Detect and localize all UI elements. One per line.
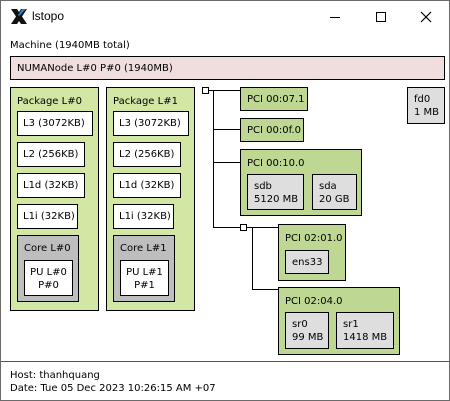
block-device-sda: sda 20 GB: [312, 174, 357, 210]
x-logo-icon: [11, 9, 27, 24]
l3-cache: L3 (3072KB): [17, 111, 93, 136]
package-0: Package L#0 L3 (3072KB) L2 (256KB) L1d (…: [10, 87, 99, 311]
bus-line: [209, 90, 240, 91]
host-bridge-square: [202, 87, 209, 94]
device-name: fd0: [414, 94, 431, 105]
bus-line: [252, 289, 278, 290]
block-device-sr0: sr0 99 MB: [285, 312, 329, 349]
pci-02-04-0: PCI 02:04.0 sr0 99 MB sr1 1418 MB: [278, 287, 400, 355]
bus-line: [213, 227, 241, 228]
window-title: lstopo: [32, 9, 65, 23]
l2-cache: L2 (256KB): [17, 142, 85, 167]
minimize-button[interactable]: [312, 1, 358, 32]
block-device-sr1: sr1 1418 MB: [336, 312, 394, 349]
pu-label: PU L#1: [126, 267, 163, 278]
pci-label: PCI 00:0f.0: [247, 125, 301, 136]
l3-label: L3 (3072KB): [23, 118, 85, 129]
machine-label: Machine (1940MB total): [10, 40, 130, 51]
bus-line: [213, 129, 240, 130]
pci-00-10-0: PCI 00:10.0 sdb 5120 MB sda 20 GB: [240, 149, 362, 216]
package-1: Package L#1 L3 (3072KB) L2 (256KB) L1d (…: [106, 87, 195, 311]
package-label: Package L#1: [113, 96, 178, 107]
device-size: 99 MB: [292, 332, 324, 343]
l3-cache: L3 (3072KB): [113, 111, 189, 136]
status-divider: [1, 361, 449, 362]
bus-line: [213, 162, 240, 163]
pci-00-07-1: PCI 00:07.1: [240, 87, 308, 111]
bus-line: [213, 90, 214, 227]
pu-1: PU L#1 P#1: [120, 260, 169, 296]
numa-node: NUMANode L#0 P#0 (1940MB): [10, 56, 445, 80]
close-button[interactable]: [403, 1, 449, 32]
device-size: 5120 MB: [254, 194, 299, 205]
net-device-ens33: ens33: [285, 250, 329, 274]
maximize-button[interactable]: [358, 1, 404, 32]
device-name: sda: [319, 181, 337, 192]
core-label: Core L#0: [24, 243, 71, 254]
l1i-cache: L1i (32KB): [113, 204, 174, 229]
device-name: ens33: [292, 257, 323, 268]
device-size: 1418 MB: [343, 332, 388, 343]
bus-line: [247, 227, 278, 228]
close-icon: [420, 11, 432, 22]
l1d-cache: L1d (32KB): [17, 173, 85, 198]
pci-label: PCI 00:07.1: [247, 94, 305, 105]
pu-os-index: P#0: [38, 280, 59, 291]
numa-label: NUMANode L#0 P#0 (1940MB): [17, 63, 173, 74]
pci-label: PCI 00:10.0: [247, 158, 305, 169]
l1d-cache: L1d (32KB): [113, 173, 181, 198]
l2-label: L2 (256KB): [119, 149, 175, 160]
device-size: 1 MB: [414, 107, 440, 118]
bus-line: [252, 227, 253, 289]
l1i-label: L1i (32KB): [23, 211, 75, 222]
device-size: 20 GB: [319, 194, 350, 205]
package-label: Package L#0: [17, 96, 82, 107]
block-device-sdb: sdb 5120 MB: [247, 174, 304, 210]
pci-label: PCI 02:01.0: [285, 233, 343, 244]
pci-02-01-0: PCI 02:01.0 ens33: [278, 224, 346, 281]
pu-label: PU L#0: [30, 267, 67, 278]
device-name: sr0: [292, 319, 308, 330]
maximize-icon: [376, 11, 386, 22]
date-info: Date: Tue 05 Dec 2023 10:26:15 AM +07: [10, 383, 216, 394]
block-device-fd0: fd0 1 MB: [407, 87, 445, 124]
core-0: Core L#0 PU L#0 P#0: [17, 235, 79, 302]
title-bar[interactable]: lstopo: [1, 1, 449, 32]
l3-label: L3 (3072KB): [119, 118, 181, 129]
l2-cache: L2 (256KB): [113, 142, 181, 167]
core-1: Core L#1 PU L#1 P#1: [113, 235, 175, 302]
pci-00-0f-0: PCI 00:0f.0: [240, 118, 304, 142]
core-label: Core L#1: [120, 243, 167, 254]
host-info: Host: thanhquang: [10, 370, 100, 381]
pci-bridge-square: [240, 224, 247, 231]
pu-os-index: P#1: [134, 280, 155, 291]
device-name: sdb: [254, 181, 272, 192]
pci-label: PCI 02:04.0: [285, 296, 343, 307]
l2-label: L2 (256KB): [23, 149, 79, 160]
l1d-label: L1d (32KB): [23, 180, 79, 191]
minimize-icon: [330, 16, 340, 18]
topology-canvas: Machine (1940MB total) NUMANode L#0 P#0 …: [1, 32, 449, 361]
l1d-label: L1d (32KB): [119, 180, 175, 191]
pu-0: PU L#0 P#0: [24, 260, 73, 296]
l1i-label: L1i (32KB): [119, 211, 171, 222]
device-name: sr1: [343, 319, 359, 330]
l1i-cache: L1i (32KB): [17, 204, 78, 229]
